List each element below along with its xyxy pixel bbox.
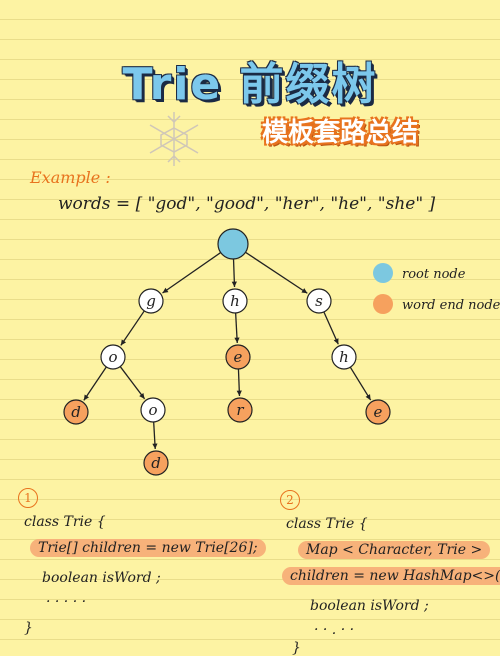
tree-arrowhead-root-s [301, 288, 308, 294]
code2-line-3: children = new HashMap<>(); [282, 567, 500, 585]
tree-node-d2 [143, 450, 169, 476]
code1-line-4: · · · · · [46, 594, 87, 610]
tree-edge-o1-o2 [119, 366, 146, 400]
tree-node-g [138, 288, 164, 314]
tree-node-label-h2: h [339, 348, 349, 366]
legend-end-label: word end node [402, 298, 500, 313]
code2-highlight-1: Map < Character, Trie > [298, 541, 491, 559]
tree-node-r [227, 397, 253, 423]
tree-node-label-d1: d [71, 403, 81, 421]
step-2-badge: 2 [280, 490, 300, 510]
code2-line-1: class Trie { [286, 516, 368, 532]
code2-line-6: } [292, 640, 301, 656]
tree-arrowhead-root-g [162, 287, 169, 294]
tree-nodes: g h s o e h d o r e d [63, 228, 391, 476]
tree-arrowhead-s-h2 [333, 338, 339, 345]
tree-edges [83, 251, 372, 450]
tree-arrowhead-o1-d1 [83, 394, 89, 401]
tree-edge-o1-d1 [83, 366, 107, 401]
code1-line-2: Trie[] children = new Trie[26]; [30, 539, 266, 557]
tree-node-root [217, 228, 249, 260]
code2-highlight-2: children = new HashMap<>(); [282, 567, 500, 585]
code2-line-4: boolean isWord ; [310, 598, 429, 614]
legend-root-label: root node [402, 267, 466, 282]
tree-arrowhead-o1-o2 [139, 392, 145, 399]
tree-arrowhead-h-e [234, 337, 240, 344]
tree-arrowhead-h2-e2 [365, 394, 371, 401]
words-array: words = [ "god", "good", "her", "he", "s… [58, 194, 436, 214]
code1-line-3: boolean isWord ; [42, 570, 161, 586]
tree-node-label-o1: o [108, 348, 117, 366]
legend-root-swatch [373, 263, 393, 283]
tree-node-o1 [100, 344, 126, 370]
tree-node-label-o2: o [148, 401, 157, 419]
tree-arrowhead-root-h [231, 281, 237, 288]
tree-node-s [306, 288, 332, 314]
tree-node-h2 [331, 344, 357, 370]
tree-node-d1 [63, 399, 89, 425]
trie-diagram: g h s o e h d o r e d root node word end node [63, 228, 500, 476]
legend-end-swatch [373, 294, 393, 314]
tree-node-h [222, 288, 248, 314]
tree-node-e2 [365, 399, 391, 425]
step-1-badge: 1 [18, 488, 38, 508]
code2-line-5: · · . · · [314, 622, 355, 638]
code2-line-2: Map < Character, Trie > [298, 541, 491, 559]
title-area: Trie 前缀树 [0, 48, 500, 112]
tree-node-e [225, 344, 251, 370]
code1-line-1: class Trie { [24, 514, 106, 530]
tree-arrowhead-g-o1 [120, 339, 127, 346]
tree-edge-root-s [245, 251, 308, 294]
tree-edge-h2-e2 [349, 366, 372, 401]
tree-node-label-g: g [146, 292, 156, 310]
tree-node-label-d2: d [151, 454, 161, 472]
page-title: Trie 前缀树 [122, 59, 378, 110]
code1-highlight: Trie[] children = new Trie[26]; [30, 539, 266, 557]
tree-edge-s-h2 [323, 311, 339, 345]
tree-arrowhead-o2-d2 [152, 443, 158, 450]
snowflake-icon [149, 112, 199, 166]
code1-line-5: } [24, 620, 33, 636]
tree-arrowhead-e-r [236, 390, 242, 397]
example-label: Example : [30, 168, 111, 187]
tree-node-label-e: e [234, 348, 243, 366]
tree-node-label-s: s [315, 292, 323, 310]
tree-node-label-e2: e [374, 403, 383, 421]
subtitle: 模板套路总结 [262, 118, 419, 148]
tree-edge-g-o1 [120, 310, 145, 346]
tree-node-o2 [140, 397, 166, 423]
tree-node-label-h: h [230, 292, 240, 310]
tree-edge-root-g [162, 252, 222, 294]
tree-node-label-r: r [236, 401, 244, 419]
legend: root node word end node [373, 263, 500, 314]
